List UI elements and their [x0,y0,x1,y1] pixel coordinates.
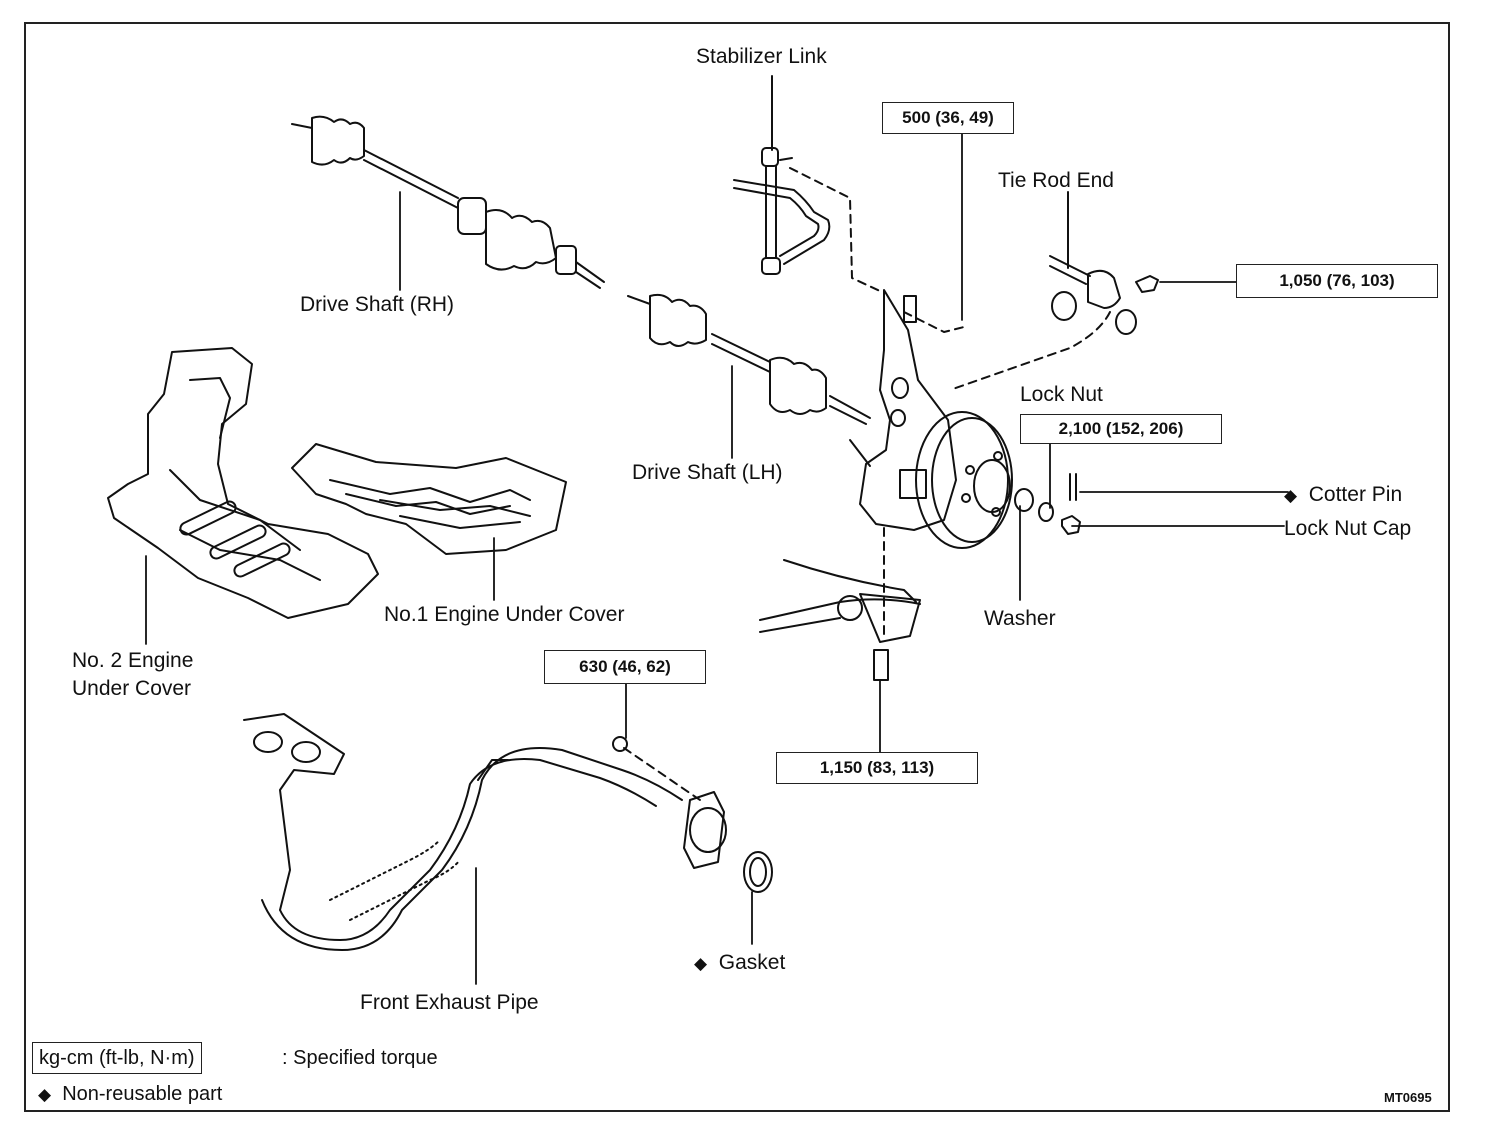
torque-spec-lock-nut: 2,100 (152, 206) [1020,414,1222,444]
lock-nut-cap-label: Lock Nut Cap [1284,517,1412,540]
drive-shaft-lh-label: Drive Shaft (LH) [632,461,783,484]
lock-nut-label: Lock Nut [1020,383,1103,406]
cotter-pin-text: Cotter Pin [1308,483,1403,506]
no2-engine-under-cover-drawing [107,347,379,619]
drive-shaft-lh-drawing [627,293,871,425]
diagram-frame [24,22,1450,1112]
steering-knuckle-drawing [849,289,1081,549]
front-exhaust-pipe-label: Front Exhaust Pipe [360,991,539,1014]
stabilizer-link-label: Stabilizer Link [696,45,827,68]
non-reusable-legend-marker: ◆ [38,1085,52,1104]
non-reusable-legend-desc: Non-reusable part [62,1083,223,1105]
non-reusable-marker: ◆ [1284,486,1298,505]
stabilizer-link-drawing [733,75,831,275]
no2-engine-under-cover-label-line1: No. 2 Engine [72,649,194,672]
gasket-label: ◆ Gasket [694,952,785,973]
cotter-pin-label: ◆ Cotter Pin [1284,484,1402,505]
gasket-text: Gasket [718,951,786,974]
torque-spec-stabilizer-nut: 500 (36, 49) [882,102,1014,134]
torque-spec-lower-arm-bolt: 1,150 (83, 113) [776,752,978,784]
torque-spec-exhaust-nut: 630 (46, 62) [544,650,706,684]
drive-shaft-rh-label: Drive Shaft (RH) [300,293,455,316]
non-reusable-marker: ◆ [694,954,708,973]
tie-rod-end-label: Tie Rod End [998,169,1114,192]
torque-spec-tie-rod-nut: 1,050 (76, 103) [1236,264,1438,298]
front-exhaust-pipe-drawing [243,713,773,951]
no2-engine-under-cover-label-line2: Under Cover [72,677,192,700]
no1-engine-under-cover-drawing [291,443,567,555]
torque-unit-legend-desc: : Specified torque [282,1047,438,1069]
non-reusable-legend: ◆ Non-reusable part [38,1084,222,1104]
drive-shaft-rh-drawing [291,115,605,289]
torque-unit-legend-box: kg-cm (ft-lb, N·m) [32,1042,202,1074]
no1-engine-under-cover-label: No.1 Engine Under Cover [384,603,625,626]
tie-rod-end-drawing [1049,191,1159,335]
leader-lines [145,133,1289,985]
figure-code: MT0695 [1384,1090,1432,1105]
lower-arm-drawing [759,559,921,681]
washer-label: Washer [984,607,1056,630]
